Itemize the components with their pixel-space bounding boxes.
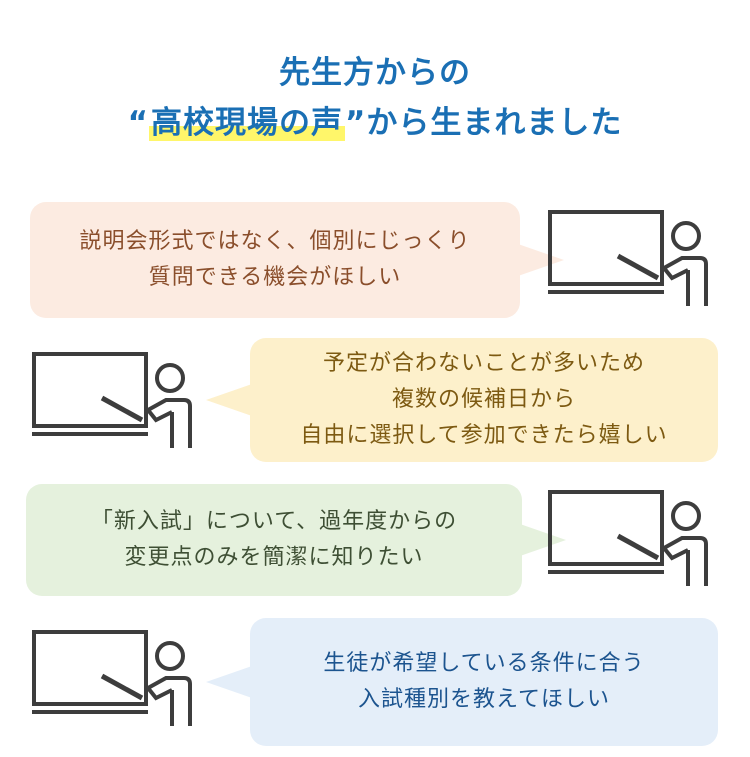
teacher-at-whiteboard-icon [32,630,192,726]
bubble-4-line-2: 入試種別を教えてほしい [358,687,610,712]
bubble-1-line-1: 説明会形式ではなく、個別にじっくり [79,229,471,254]
teacher-at-whiteboard-icon [548,490,708,586]
bubble-4-line-1: 生徒が希望している条件に合う [323,651,645,676]
bubble-1-line-2: 質問できる機会がほしい [148,265,402,290]
bubble-2-line-3: 自由に選択して参加できたら嬉しい [300,423,668,448]
bubble-2-line-1: 予定が合わないことが多いため [322,351,645,376]
title-line-1: 先生方からの [279,55,471,91]
title-highlight: 高校現場の声 [149,105,345,141]
page-title: 先生方からの “高校現場の声”から生まれました [0,48,750,148]
bubble-2-tail [206,384,252,416]
speech-bubble-1: 説明会形式ではなく、個別にじっくり 質問できる機会がほしい [30,202,564,318]
bubble-3-tail [520,524,566,556]
title-open-quote: “ [127,105,149,141]
bubble-1-tail [518,244,564,276]
title-close-quote: ” [345,105,367,141]
bubble-4-tail [206,666,252,698]
title-line-2: “高校現場の声”から生まれました [0,98,750,148]
speech-bubble-3: 「新入試」について、過年度からの 変更点のみを簡潔に知りたい [26,484,566,596]
bubble-3-line-1: 「新入試」について、過年度からの [90,509,458,534]
speech-bubble-2: 予定が合わないことが多いため 複数の候補日から 自由に選択して参加できたら嬉しい [206,338,718,462]
bubble-2-line-2: 複数の候補日から [391,387,576,412]
teacher-at-whiteboard-icon [548,210,708,306]
speech-bubble-4: 生徒が希望している条件に合う 入試種別を教えてほしい [206,618,718,746]
title-suffix: から生まれました [366,105,623,141]
teacher-at-whiteboard-icon [32,352,192,448]
bubble-3-line-2: 変更点のみを簡潔に知りたい [124,545,424,570]
